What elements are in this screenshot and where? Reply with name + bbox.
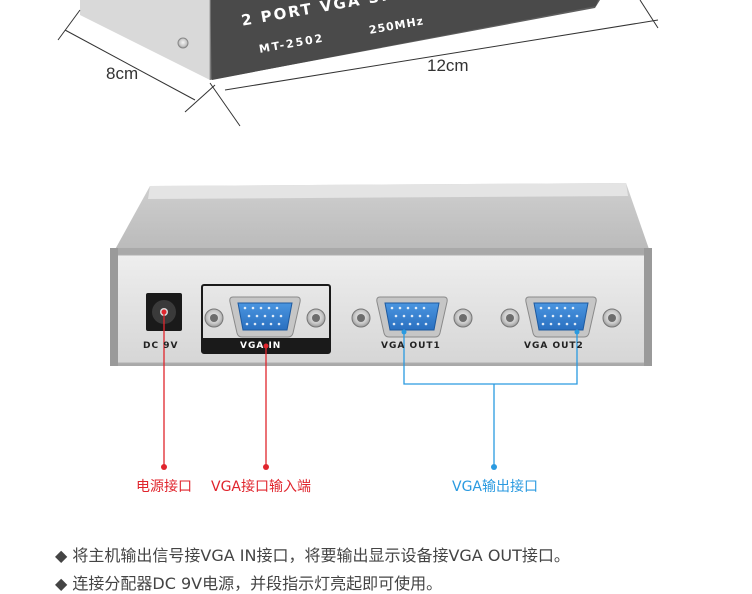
top-device	[80, 0, 600, 80]
callout-vga-in-line	[263, 343, 269, 470]
callout-vga-out-line	[401, 329, 580, 470]
callout-power-line	[161, 309, 167, 470]
screw-icon	[177, 37, 189, 49]
instruction-line-1: ◆ 将主机输出信号接VGA IN接口，将要输出显示设备接VGA OUT接口。	[55, 546, 570, 565]
vga-out2-label: VGA OUT2	[524, 341, 584, 351]
splitter-device	[110, 183, 652, 366]
vga-in-callout-label: VGA接口输入端	[211, 479, 312, 495]
depth-dimension: 8cm	[106, 64, 139, 83]
vga-out1-label: VGA OUT1	[381, 341, 441, 351]
vga-in-label: VGA IN	[240, 341, 282, 351]
dc-9v-label: DC 9V	[143, 341, 179, 351]
dimension-lines	[57, 0, 659, 127]
instruction-line-2: ◆ 连接分配器DC 9V电源，并段指示灯亮起即可使用。	[55, 574, 443, 593]
power-callout-label: 电源接口	[136, 479, 192, 495]
illustration	[57, 0, 659, 470]
width-dimension: 12cm	[427, 56, 469, 75]
vga-pins	[243, 306, 579, 326]
vga-out-callout-label: VGA输出接口	[452, 479, 539, 495]
